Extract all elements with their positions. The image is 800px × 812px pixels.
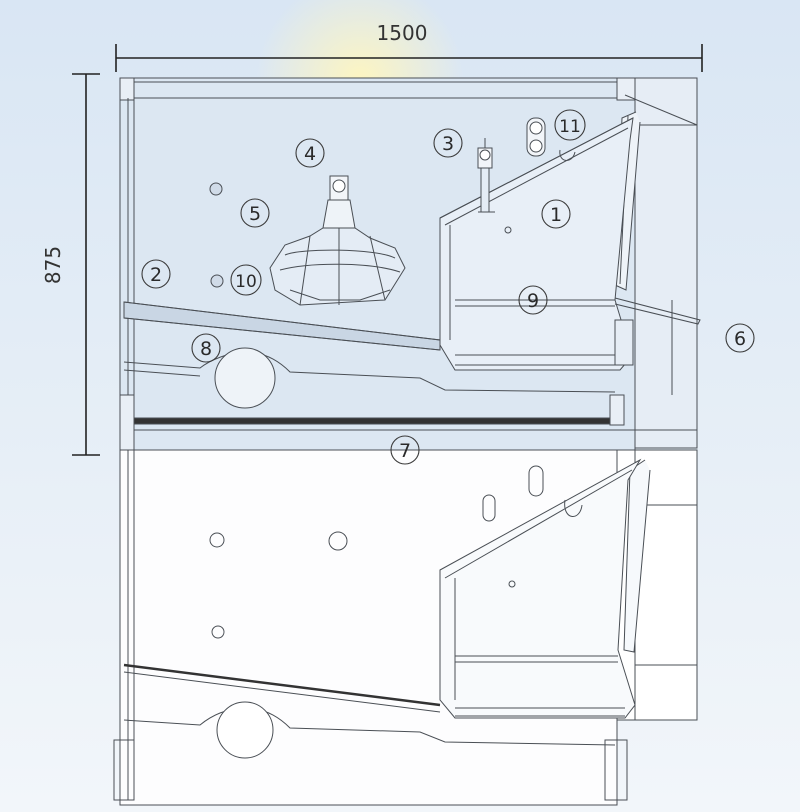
callout-9: 9	[518, 285, 548, 315]
svg-text:5: 5	[249, 203, 261, 225]
lower-display-well	[439, 458, 642, 719]
hole-5	[209, 182, 223, 196]
fan-housing	[214, 347, 276, 409]
callout-1: 1	[541, 199, 571, 229]
lower-unit	[113, 449, 698, 806]
callout-2: 2	[141, 259, 171, 289]
svg-text:8: 8	[200, 338, 212, 360]
dimension-height	[72, 73, 100, 456]
svg-text:1: 1	[550, 204, 562, 226]
svg-text:6: 6	[734, 328, 746, 350]
upper-unit	[119, 77, 701, 451]
dimension-width	[115, 44, 703, 72]
callout-7: 7	[390, 435, 420, 465]
lower-hole-3	[211, 625, 225, 639]
svg-text:11: 11	[559, 117, 581, 137]
lower-hole-1	[209, 532, 225, 548]
callout-6: 6	[725, 323, 755, 353]
heat-lamp	[269, 175, 406, 306]
callout-11: 11	[554, 109, 586, 141]
slot-1	[482, 494, 496, 522]
callout-5: 5	[240, 198, 270, 228]
callout-4: 4	[295, 138, 325, 168]
upper-right-cabinet	[634, 77, 698, 449]
dimension-width-label: 1500	[377, 21, 428, 45]
lower-fan-housing	[216, 701, 274, 759]
svg-text:4: 4	[304, 143, 316, 165]
slot-2	[528, 465, 544, 497]
svg-text:10: 10	[235, 272, 257, 292]
svg-text:9: 9	[527, 290, 539, 312]
callout-10: 10	[230, 264, 262, 296]
callout-3: 3	[433, 128, 463, 158]
valve-fitting	[526, 117, 576, 161]
svg-text:2: 2	[150, 264, 162, 286]
dimension-height-label: 875	[41, 246, 65, 284]
svg-text:3: 3	[442, 133, 454, 155]
lower-hole-2	[328, 531, 348, 551]
hole-10	[210, 274, 224, 288]
callouts: 1 2 3 4 5 6 7 8	[141, 109, 755, 465]
nozzle-fitting	[477, 138, 495, 213]
upper-base-strip	[121, 417, 618, 425]
svg-text:7: 7	[399, 440, 411, 462]
callout-8: 8	[191, 333, 221, 363]
